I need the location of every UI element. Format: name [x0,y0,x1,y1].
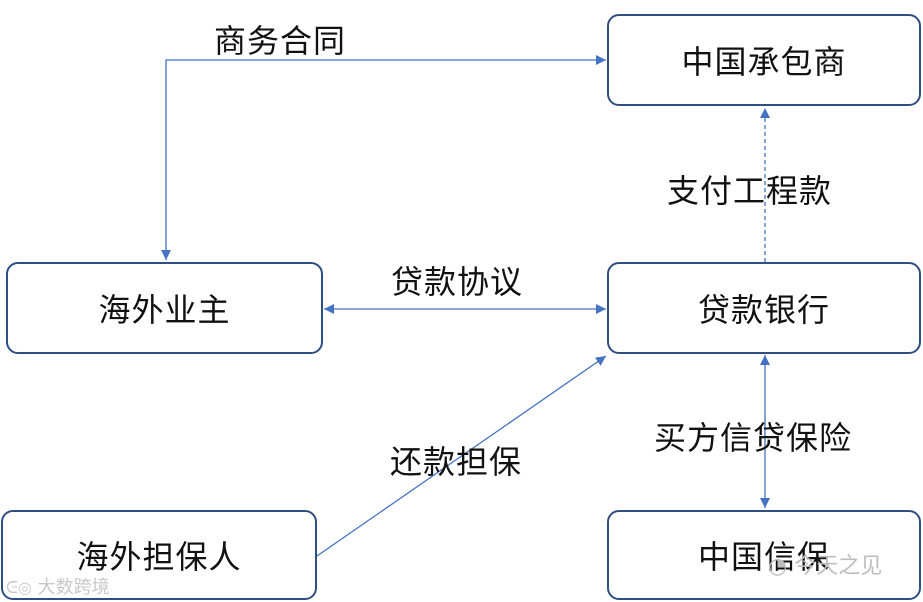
watermark-right-text: 今天之见 [794,554,883,579]
watermark-right-chat-icon: ◔ [768,554,788,579]
node-sinosure-label: 中国信保 [697,538,830,576]
watermark-left-text: 大数跨境 [37,577,110,598]
node-overseas-guarantor: 海外担保人 [1,510,317,600]
node-sinosure: 中国信保 [607,510,921,600]
edge-label-buyer-credit-insurance: 买方信贷保险 [654,419,853,457]
edge-label-business-contract: 商务合同 [214,22,347,60]
edge-label-loan-agreement: 贷款协议 [391,263,524,301]
node-overseas-owner-label: 海外业主 [98,291,231,329]
watermark-left-logo-icon: ᕮ◎ [6,578,32,597]
node-lending-bank: 贷款银行 [607,262,921,354]
edge-label-pay-project-funds: 支付工程款 [667,172,833,210]
watermark-left: ᕮ◎ 大数跨境 [6,573,110,599]
repayment-guarantee-connector [316,355,607,557]
edge-label-repayment-guarantee: 还款担保 [390,443,523,481]
node-overseas-owner: 海外业主 [6,262,323,354]
watermark-right: ◔ 今天之见 [768,548,882,580]
business-contract-connector [161,55,606,260]
node-lending-bank-label: 贷款银行 [697,291,830,329]
node-chinese-contractor-label: 中国承包商 [681,43,847,81]
node-overseas-guarantor-label: 海外担保人 [76,538,242,576]
node-chinese-contractor: 中国承包商 [607,14,921,106]
